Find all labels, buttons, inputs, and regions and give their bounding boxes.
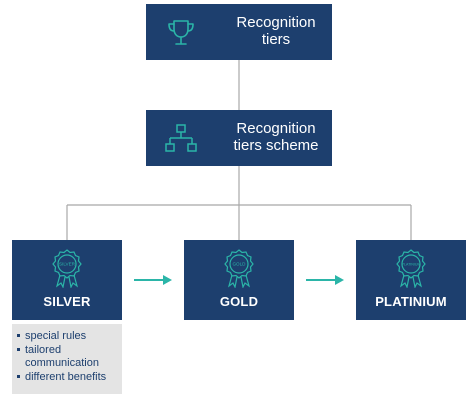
- list-item: tailored communication: [17, 344, 118, 369]
- recognition-tiers-scheme-box: Recognition tiers scheme: [146, 110, 332, 166]
- medal-icon: GOLD: [224, 249, 254, 288]
- tier-gold-name: GOLD: [219, 294, 259, 309]
- tier-platinium-badge-label: PLATINIUM: [402, 263, 421, 267]
- medal-icon: PLATINIUM: [396, 249, 426, 288]
- silver-details-list: special rules tailored communication dif…: [17, 330, 118, 384]
- trophy-icon: [168, 20, 194, 45]
- recognition-tiers-scheme-title: Recognition tiers scheme: [233, 120, 319, 154]
- tier-silver-badge-label: SILVER: [59, 262, 76, 267]
- arrow-silver-to-gold: [134, 275, 172, 285]
- silver-details-panel: special rules tailored communication dif…: [12, 324, 122, 394]
- list-item: special rules: [17, 330, 118, 342]
- recognition-tiers-title: Recognition tiers: [236, 14, 316, 48]
- tier-platinium-name: PLATINIUM: [375, 294, 447, 309]
- tier-gold-box: GOLD GOLD: [184, 240, 294, 320]
- list-item: different benefits: [17, 371, 118, 383]
- arrow-gold-to-platinium: [306, 275, 344, 285]
- tier-silver-name: SILVER: [43, 294, 91, 309]
- hierarchy-icon: [165, 124, 197, 152]
- tier-silver-box: SILVER SILVER: [12, 240, 122, 320]
- recognition-tiers-box: Recognition tiers: [146, 4, 332, 60]
- medal-icon: SILVER: [52, 249, 82, 288]
- tier-platinium-box: PLATINIUM PLATINIUM: [356, 240, 466, 320]
- tier-gold-badge-label: GOLD: [232, 262, 246, 267]
